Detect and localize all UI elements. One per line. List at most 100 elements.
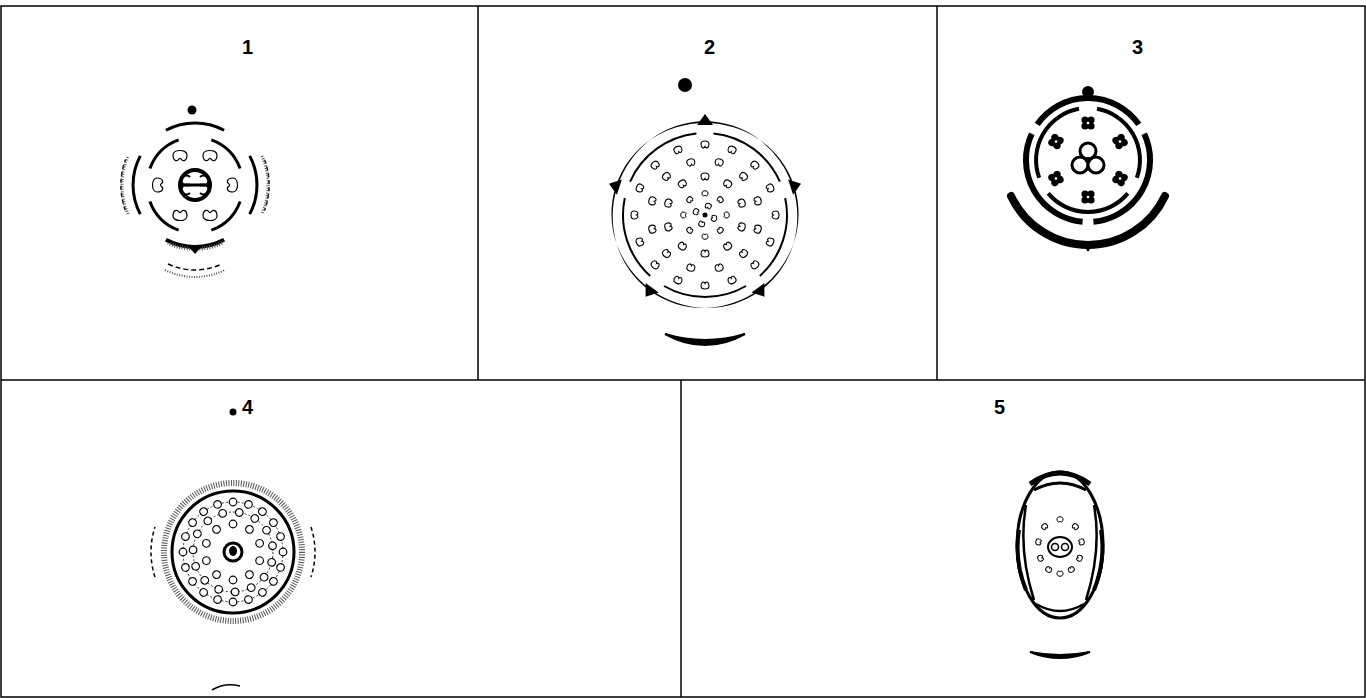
- floral-diagram-4-part-part: [199, 575, 210, 586]
- floral-diagram-5-part: [1071, 523, 1079, 531]
- floral-diagram-2-part: [711, 215, 718, 222]
- floral-diagram-4-part-part: [198, 506, 209, 517]
- floral-diagram-3-part: [1072, 143, 1104, 173]
- floral-diagram-5-part: [1076, 554, 1083, 561]
- floral-diagram-2-part: [681, 212, 686, 218]
- floral-diagram-4-part-part: [267, 558, 276, 567]
- floral-diagram-5-part: [1067, 566, 1075, 574]
- floral-diagram-2-part: [753, 224, 762, 234]
- floral-diagram-2-part: [753, 196, 762, 206]
- floral-diagram-2-part: [698, 221, 705, 228]
- floral-diagram-2-part: [665, 334, 745, 345]
- floral-diagram-2-part: [635, 183, 644, 193]
- floral-diagram-4-part: [229, 546, 237, 556]
- floral-diagram-1-part: [166, 240, 224, 254]
- floral-diagram-4-part: [183, 502, 283, 602]
- floral-diagram-1-part: [121, 156, 140, 214]
- table-grid-part: [680, 380, 682, 697]
- floral-diagram-2: [592, 78, 818, 345]
- floral-diagram-5-part: [1035, 538, 1041, 545]
- floral-diagram-5-part: [1048, 537, 1072, 557]
- floral-diagram-4-part-part: [187, 517, 198, 528]
- floral-diagram-2-part: [631, 211, 638, 219]
- floral-diagram-1-part: [173, 210, 187, 220]
- floral-diagram-5-part: [1078, 538, 1084, 545]
- floral-diagram-1-part: [168, 264, 222, 270]
- floral-diagram-2-part: [722, 241, 733, 251]
- floral-diagram-2-part: [686, 158, 696, 167]
- floral-diagram-2-part: [650, 160, 661, 171]
- floral-diagram-1-part: [153, 178, 163, 192]
- floral-diagram-4-part-part: [229, 520, 237, 528]
- floral-diagram-3-part: [1047, 169, 1065, 187]
- floral-diagram-2-part: [678, 78, 692, 92]
- floral-diagram-4-part-part: [211, 524, 222, 535]
- table-grid-part: [1, 379, 1365, 381]
- floral-diagram-5-part: [1057, 571, 1063, 576]
- floral-diagram-4-part: [179, 498, 287, 606]
- floral-diagram-2-part: [727, 275, 737, 284]
- floral-diagram-2-part: [701, 282, 709, 289]
- floral-diagram-4-part-part: [229, 598, 237, 606]
- floral-diagram-2-part-part: [624, 125, 697, 182]
- panel-number: 5: [994, 397, 1005, 417]
- floral-diagram-5-part: [1036, 604, 1084, 611]
- floral-diagram-2-part: [701, 250, 709, 257]
- floral-diagram-2-part: [635, 237, 644, 247]
- floral-diagram-4-part: [151, 527, 155, 577]
- floral-diagram-4-part-part: [268, 541, 277, 550]
- floral-diagram-2-part-part-part: [697, 114, 713, 125]
- floral-diagram-2-part-part-part: [606, 176, 621, 195]
- floral-diagram-4-part-part: [213, 595, 223, 605]
- floral-diagram-4-part-part: [276, 563, 286, 573]
- floral-diagram-4-part-part: [181, 532, 191, 542]
- floral-diagram-1: [121, 106, 269, 278]
- floral-diagram-4-part-part: [268, 576, 279, 587]
- floral-diagram-4-part-part: [202, 539, 212, 549]
- floral-diagram-4-part-part: [235, 508, 244, 517]
- floral-diagram-5-part: [1052, 544, 1059, 551]
- floral-diagram-2-part: [650, 260, 661, 271]
- floral-diagram-5-part: [1034, 483, 1086, 490]
- floral-diagram-1-part: [188, 106, 197, 115]
- floral-diagram-2-part: [614, 125, 795, 297]
- floral-diagram-4-part: [164, 483, 302, 621]
- floral-diagram-4-part-part: [276, 532, 286, 542]
- floral-diagram-2-part: [750, 260, 761, 271]
- floral-diagram-1-part: [203, 151, 217, 161]
- floral-diagram-3-part: [1081, 190, 1094, 203]
- floral-diagram-2-part-part: [760, 198, 796, 279]
- floral-diagram-4-part-part: [229, 498, 237, 506]
- floral-diagram-2-part: [664, 198, 673, 208]
- floral-diagram-4-part-part: [218, 509, 227, 518]
- floral-diagram-4-part-part: [187, 576, 198, 587]
- floral-diagram-1-part: [227, 178, 237, 192]
- floral-diagram-4-part: [193, 512, 273, 592]
- floral-diagram-2-part: [664, 222, 673, 232]
- floral-diagram-4-part-part: [181, 563, 191, 573]
- floral-diagram-2-part: [705, 202, 712, 209]
- floral-diagram-4-part-part: [202, 556, 212, 566]
- floral-diagram-1-part: [250, 156, 269, 214]
- floral-diagram-4-part-part: [257, 587, 268, 598]
- floral-diagram-5-part: [1037, 554, 1044, 561]
- floral-diagram-3-part: [1009, 98, 1167, 235]
- floral-diagram-2-part: [702, 191, 708, 196]
- floral-diagram-2-part: [661, 248, 672, 259]
- floral-diagram-2-part-part: [614, 198, 650, 279]
- floral-diagram-4-part-part: [244, 595, 254, 605]
- floral-diagram-5-part: [1062, 544, 1069, 551]
- floral-diagram-2-part-part: [650, 114, 759, 140]
- floral-diagram-2-part-part-part: [639, 283, 658, 301]
- floral-diagram-2-part: [686, 263, 696, 272]
- floral-diagram-5: [1017, 472, 1103, 658]
- floral-diagram-4-part: [311, 527, 315, 577]
- floral-diagram-4-part-part: [244, 500, 254, 510]
- floral-diagram-2-part: [765, 183, 774, 193]
- floral-diagram-2-part: [702, 234, 708, 239]
- floral-diagram-4-part-part: [202, 516, 213, 527]
- floral-diagram-2-part-part-part: [751, 283, 770, 301]
- floral-diagram-1-part-part: [133, 156, 140, 214]
- floral-diagram-2-part: [765, 237, 774, 247]
